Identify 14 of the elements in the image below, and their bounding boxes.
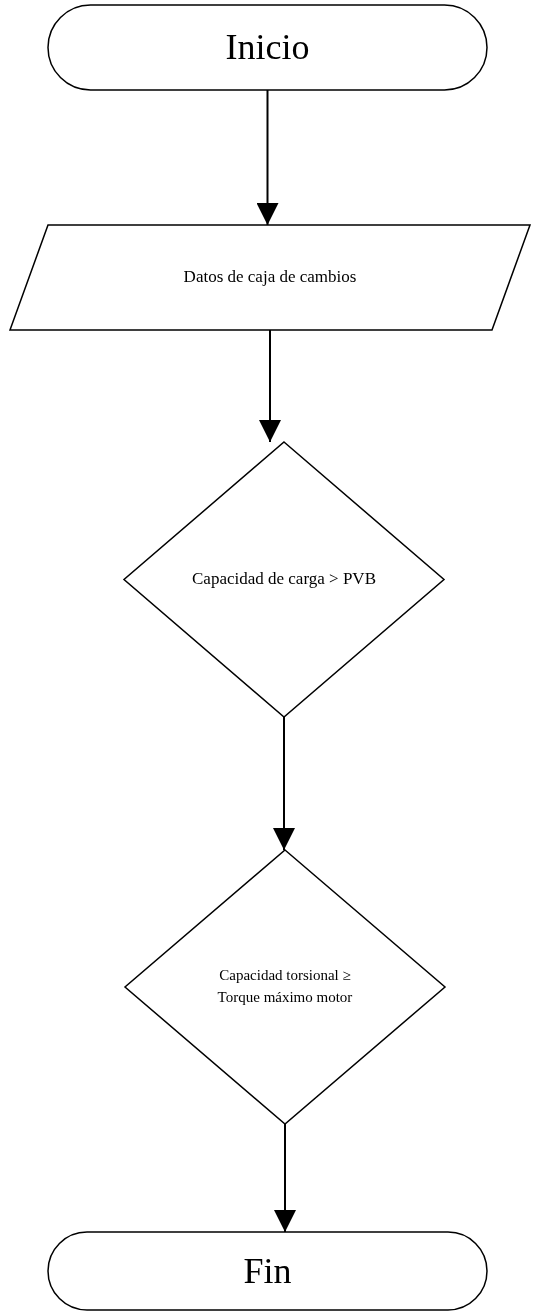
arrow — [259, 329, 281, 443]
arrow — [274, 1123, 296, 1233]
decision-diamond — [123, 849, 447, 1125]
node-label: Fin — [243, 1249, 292, 1293]
end-terminal — [47, 1231, 488, 1311]
decision-diamond — [122, 441, 446, 718]
node-label: Capacidad torsional ≥ Torque máximo motor — [216, 966, 354, 1007]
node-label: Datos de caja de cambios — [183, 266, 357, 289]
node-label: Inicio — [225, 26, 310, 70]
node-label: Capacidad de carga > PVB — [192, 568, 376, 591]
arrow — [256, 89, 279, 226]
input-parallelogram — [8, 224, 532, 331]
start-terminal — [47, 4, 488, 91]
arrow — [273, 716, 295, 851]
